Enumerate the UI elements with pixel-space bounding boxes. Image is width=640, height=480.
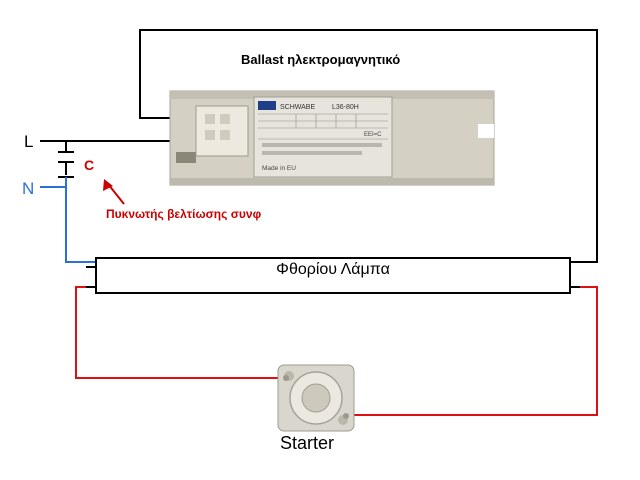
wire-neutral	[65, 177, 96, 263]
neutral-terminal-label: N	[22, 179, 35, 198]
line-terminal-label: L	[24, 132, 34, 151]
wire-ballast-to-lamp	[139, 29, 598, 263]
ballast-unit: SCHWABE L36-80H EEI=C Made in EU	[169, 90, 495, 186]
capacitor-arrow	[107, 183, 125, 205]
wire-starter-right	[350, 286, 598, 416]
ballast-plate-model: L36-80H	[332, 104, 359, 111]
capacitor-description-label: Πυκνωτής βελτίωσης συνφ	[106, 207, 262, 221]
ballast-plate-brand: SCHWABE	[280, 104, 315, 111]
ballast-plate-efficiency: EEI=C	[364, 132, 382, 138]
ballast-nameplate	[253, 96, 393, 178]
ballast-label: Ballast ηλεκτρομαγνητικό	[241, 52, 401, 67]
starter-unit	[277, 364, 355, 432]
capacitor-symbol-label: C	[84, 157, 95, 173]
lamp-tube	[95, 257, 571, 294]
lamp-label: Φθορίου Λάμπα	[276, 261, 390, 278]
ballast-plate-origin: Made in EU	[262, 165, 296, 172]
wire-starter-left	[75, 286, 286, 379]
capacitor-arrow-head	[103, 179, 113, 191]
starter-label: Starter	[280, 433, 335, 453]
